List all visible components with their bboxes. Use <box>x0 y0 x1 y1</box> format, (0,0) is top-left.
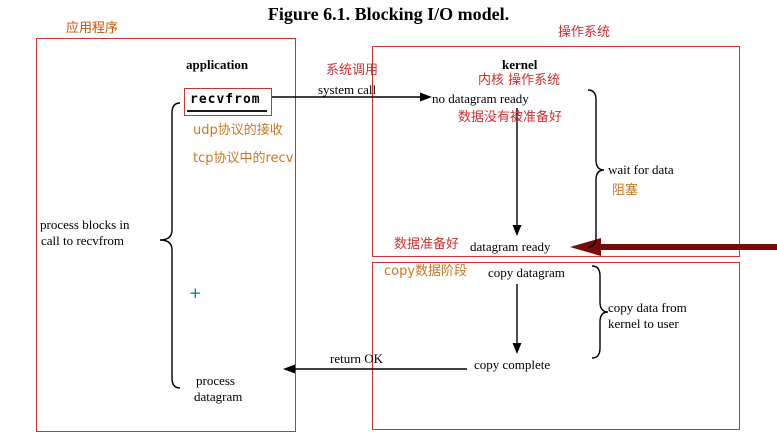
wait-for-data-label: wait for data <box>608 162 674 177</box>
figure-title: Figure 6.1. Blocking I/O model. <box>267 4 510 24</box>
recvfrom-underline <box>187 110 267 112</box>
copy-datagram-label: copy datagram <box>488 265 565 280</box>
application-frame <box>36 38 296 432</box>
tcp-note: tcp协议中的recv <box>193 151 294 166</box>
no-datagram-ready-label: no datagram ready <box>432 91 529 106</box>
kernel-copy-frame <box>372 262 740 430</box>
process-blocks-line1: process blocks in <box>40 217 130 232</box>
wait-cn-label: 阻塞 <box>612 183 639 198</box>
process-blocks-line2: call to recvfrom <box>41 233 125 248</box>
kernel-label: kernel <box>502 57 538 72</box>
os-region-label: 操作系统 <box>558 25 611 40</box>
datagram-ready-label: datagram ready <box>470 239 551 254</box>
process-line1: process <box>196 373 235 388</box>
system-call-cn-label: 系统调用 <box>326 63 379 78</box>
system-call-label: system call <box>318 82 377 97</box>
return-ok-label: return OK <box>330 351 384 366</box>
udp-note: udp协议的接收 <box>193 123 283 138</box>
datagram-ready-cn-label: 数据准备好 <box>394 237 460 252</box>
application-label: application <box>186 57 249 72</box>
copy-data-line1: copy data from <box>608 300 687 315</box>
application-region-label: 应用程序 <box>66 21 119 36</box>
recvfrom-frame <box>184 88 272 116</box>
no-datagram-cn-label: 数据没有被准备好 <box>458 110 563 125</box>
recvfrom-label: recvfrom <box>190 92 261 107</box>
kernel-cn-label: 内核 操作系统 <box>478 73 561 88</box>
copy-data-line2: kernel to user <box>608 316 679 331</box>
copy-complete-label: copy complete <box>474 357 551 372</box>
copy-phase-cn-label: copy数据阶段 <box>384 264 468 279</box>
crosshair-mark: + <box>189 284 202 302</box>
process-line2: datagram <box>194 389 243 404</box>
kernel-wait-frame <box>372 46 740 257</box>
